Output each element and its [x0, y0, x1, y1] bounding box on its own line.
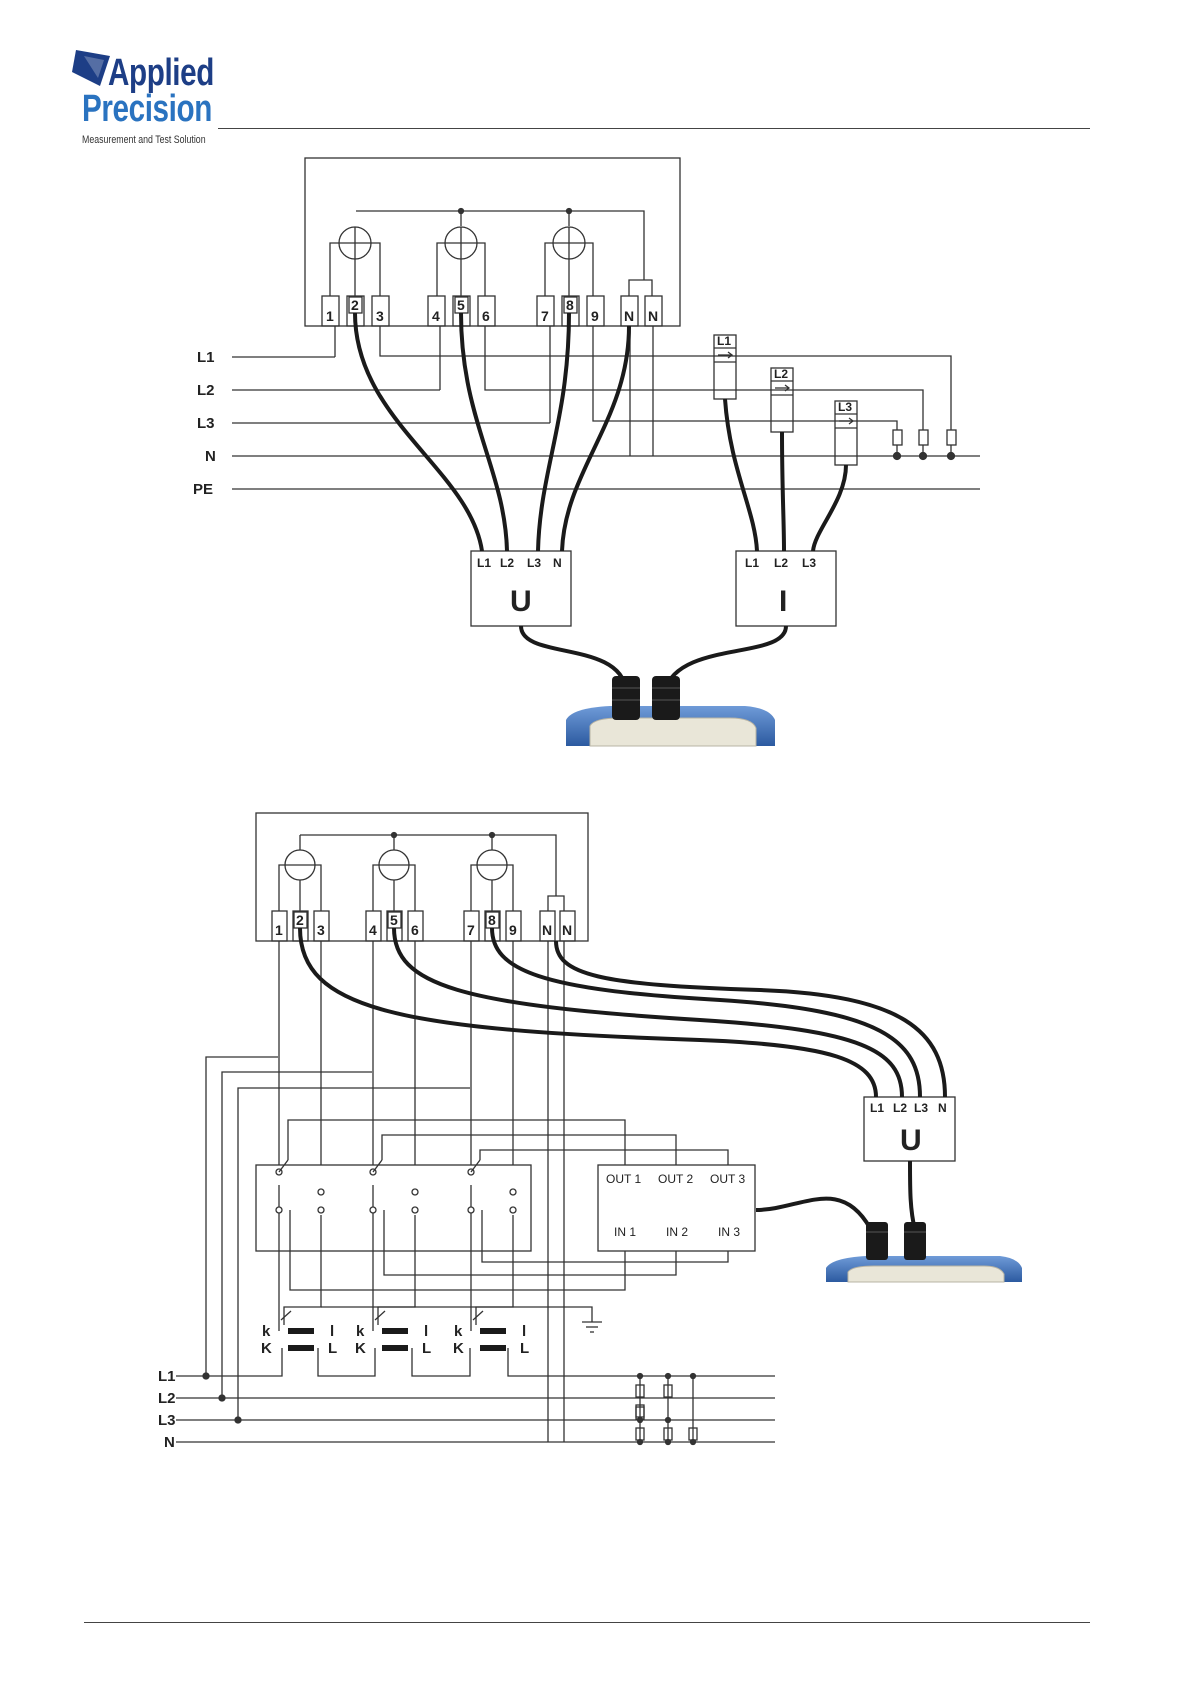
d2-u-input-l2: L2	[893, 1101, 907, 1115]
d2-ct3-l: l	[522, 1323, 526, 1340]
d2-ct1-K: K	[261, 1340, 272, 1357]
diagram-1-labels: 1 2 3 4 5 6 7 8 9 N N L1 L2 L3 N PE L1 L…	[193, 297, 852, 618]
diagram-2-labels: 1 2 3 4 5 6 7 8 9 N N L1 L2 L3 N U OUT 1…	[158, 912, 947, 1451]
supply-lines-1	[232, 326, 980, 489]
d2-u-input-l1: L1	[870, 1101, 884, 1115]
d1-u-input-l3: L3	[527, 556, 541, 570]
d2-in-1: IN 1	[614, 1225, 636, 1239]
d1-terminal-7: 7	[541, 308, 549, 324]
d2-terminal-8: 8	[488, 912, 496, 928]
d1-i-label: I	[779, 585, 787, 618]
d2-terminal-3: 3	[317, 922, 325, 938]
analyzer-device-1	[566, 676, 775, 746]
d2-out-2: OUT 2	[658, 1172, 693, 1186]
supply-lines-2	[176, 1348, 775, 1445]
meter-housing-2	[256, 813, 588, 941]
diagram-1	[232, 158, 980, 626]
d2-line-l2: L2	[158, 1390, 176, 1407]
d2-ct3-L: L	[520, 1340, 529, 1357]
d2-u-input-n: N	[938, 1101, 947, 1115]
d1-i-input-l1: L1	[745, 556, 759, 570]
d1-terminal-n1: N	[624, 308, 634, 324]
d1-terminal-9: 9	[591, 308, 599, 324]
d2-terminal-1: 1	[275, 922, 283, 938]
d1-terminal-5: 5	[457, 297, 465, 313]
d2-terminal-n1: N	[542, 922, 552, 938]
d1-u-input-l1: L1	[477, 556, 491, 570]
d2-terminal-7: 7	[467, 922, 475, 938]
d1-terminal-8: 8	[566, 297, 574, 313]
element-1	[330, 227, 380, 296]
d1-line-l1: L1	[197, 349, 215, 366]
element-2	[437, 227, 485, 296]
test-switch-box	[256, 1165, 531, 1251]
d2-out-1: OUT 1	[606, 1172, 641, 1186]
element-2-1	[279, 850, 321, 911]
d2-terminal-4: 4	[369, 922, 377, 938]
d1-i-input-l3: L3	[802, 556, 816, 570]
d2-in-3: IN 3	[718, 1225, 740, 1239]
d2-line-n: N	[164, 1434, 175, 1451]
ct-cores	[288, 1331, 506, 1348]
voltage-bus-2	[300, 835, 556, 896]
meter-housing	[305, 158, 680, 326]
d2-line-l1: L1	[158, 1368, 176, 1385]
d1-u-input-l2: L2	[500, 556, 514, 570]
d2-ct2-l: l	[424, 1323, 428, 1340]
d2-terminal-6: 6	[411, 922, 419, 938]
analyzer-device-2	[826, 1222, 1022, 1282]
d2-line-l3: L3	[158, 1412, 176, 1429]
d1-line-l2: L2	[197, 382, 215, 399]
d1-u-input-n: N	[553, 556, 562, 570]
d1-u-label: U	[510, 585, 532, 618]
d2-terminal-n2: N	[562, 922, 572, 938]
d1-clamp-l2-label: L2	[774, 367, 788, 381]
d2-out-3: OUT 3	[710, 1172, 745, 1186]
d2-ct1-L: L	[328, 1340, 337, 1357]
d1-line-l3: L3	[197, 415, 215, 432]
measurement-leads-1	[355, 313, 846, 690]
element-2-2	[373, 850, 415, 911]
d2-ct2-k: k	[356, 1323, 365, 1340]
element-3	[545, 227, 593, 296]
d1-terminal-n2: N	[648, 308, 658, 324]
d2-u-input-l3: L3	[914, 1101, 928, 1115]
d2-terminal-2: 2	[296, 912, 304, 928]
d1-terminal-6: 6	[482, 308, 490, 324]
d1-line-n: N	[205, 448, 216, 465]
d2-ct3-K: K	[453, 1340, 464, 1357]
d1-terminal-1: 1	[326, 308, 334, 324]
d1-terminal-3: 3	[376, 308, 384, 324]
d1-terminal-4: 4	[432, 308, 440, 324]
test-switch-contacts	[276, 1160, 516, 1213]
element-2-3	[471, 850, 513, 911]
d2-terminal-9: 9	[509, 922, 517, 938]
d1-line-pe: PE	[193, 481, 213, 498]
terminal-block-1	[322, 296, 662, 326]
d1-clamp-l3-label: L3	[838, 400, 852, 414]
d1-clamp-l1-label: L1	[717, 334, 731, 348]
d2-ct2-K: K	[355, 1340, 366, 1357]
voltage-bus	[356, 211, 644, 280]
d2-ct2-L: L	[422, 1340, 431, 1357]
d2-u-label: U	[900, 1124, 922, 1157]
d2-ct1-k: k	[262, 1323, 271, 1340]
d2-ct1-l: l	[330, 1323, 334, 1340]
d1-terminal-2: 2	[351, 297, 359, 313]
d1-i-input-l2: L2	[774, 556, 788, 570]
d2-in-2: IN 2	[666, 1225, 688, 1239]
d2-ct3-k: k	[454, 1323, 463, 1340]
d2-terminal-5: 5	[390, 912, 398, 928]
